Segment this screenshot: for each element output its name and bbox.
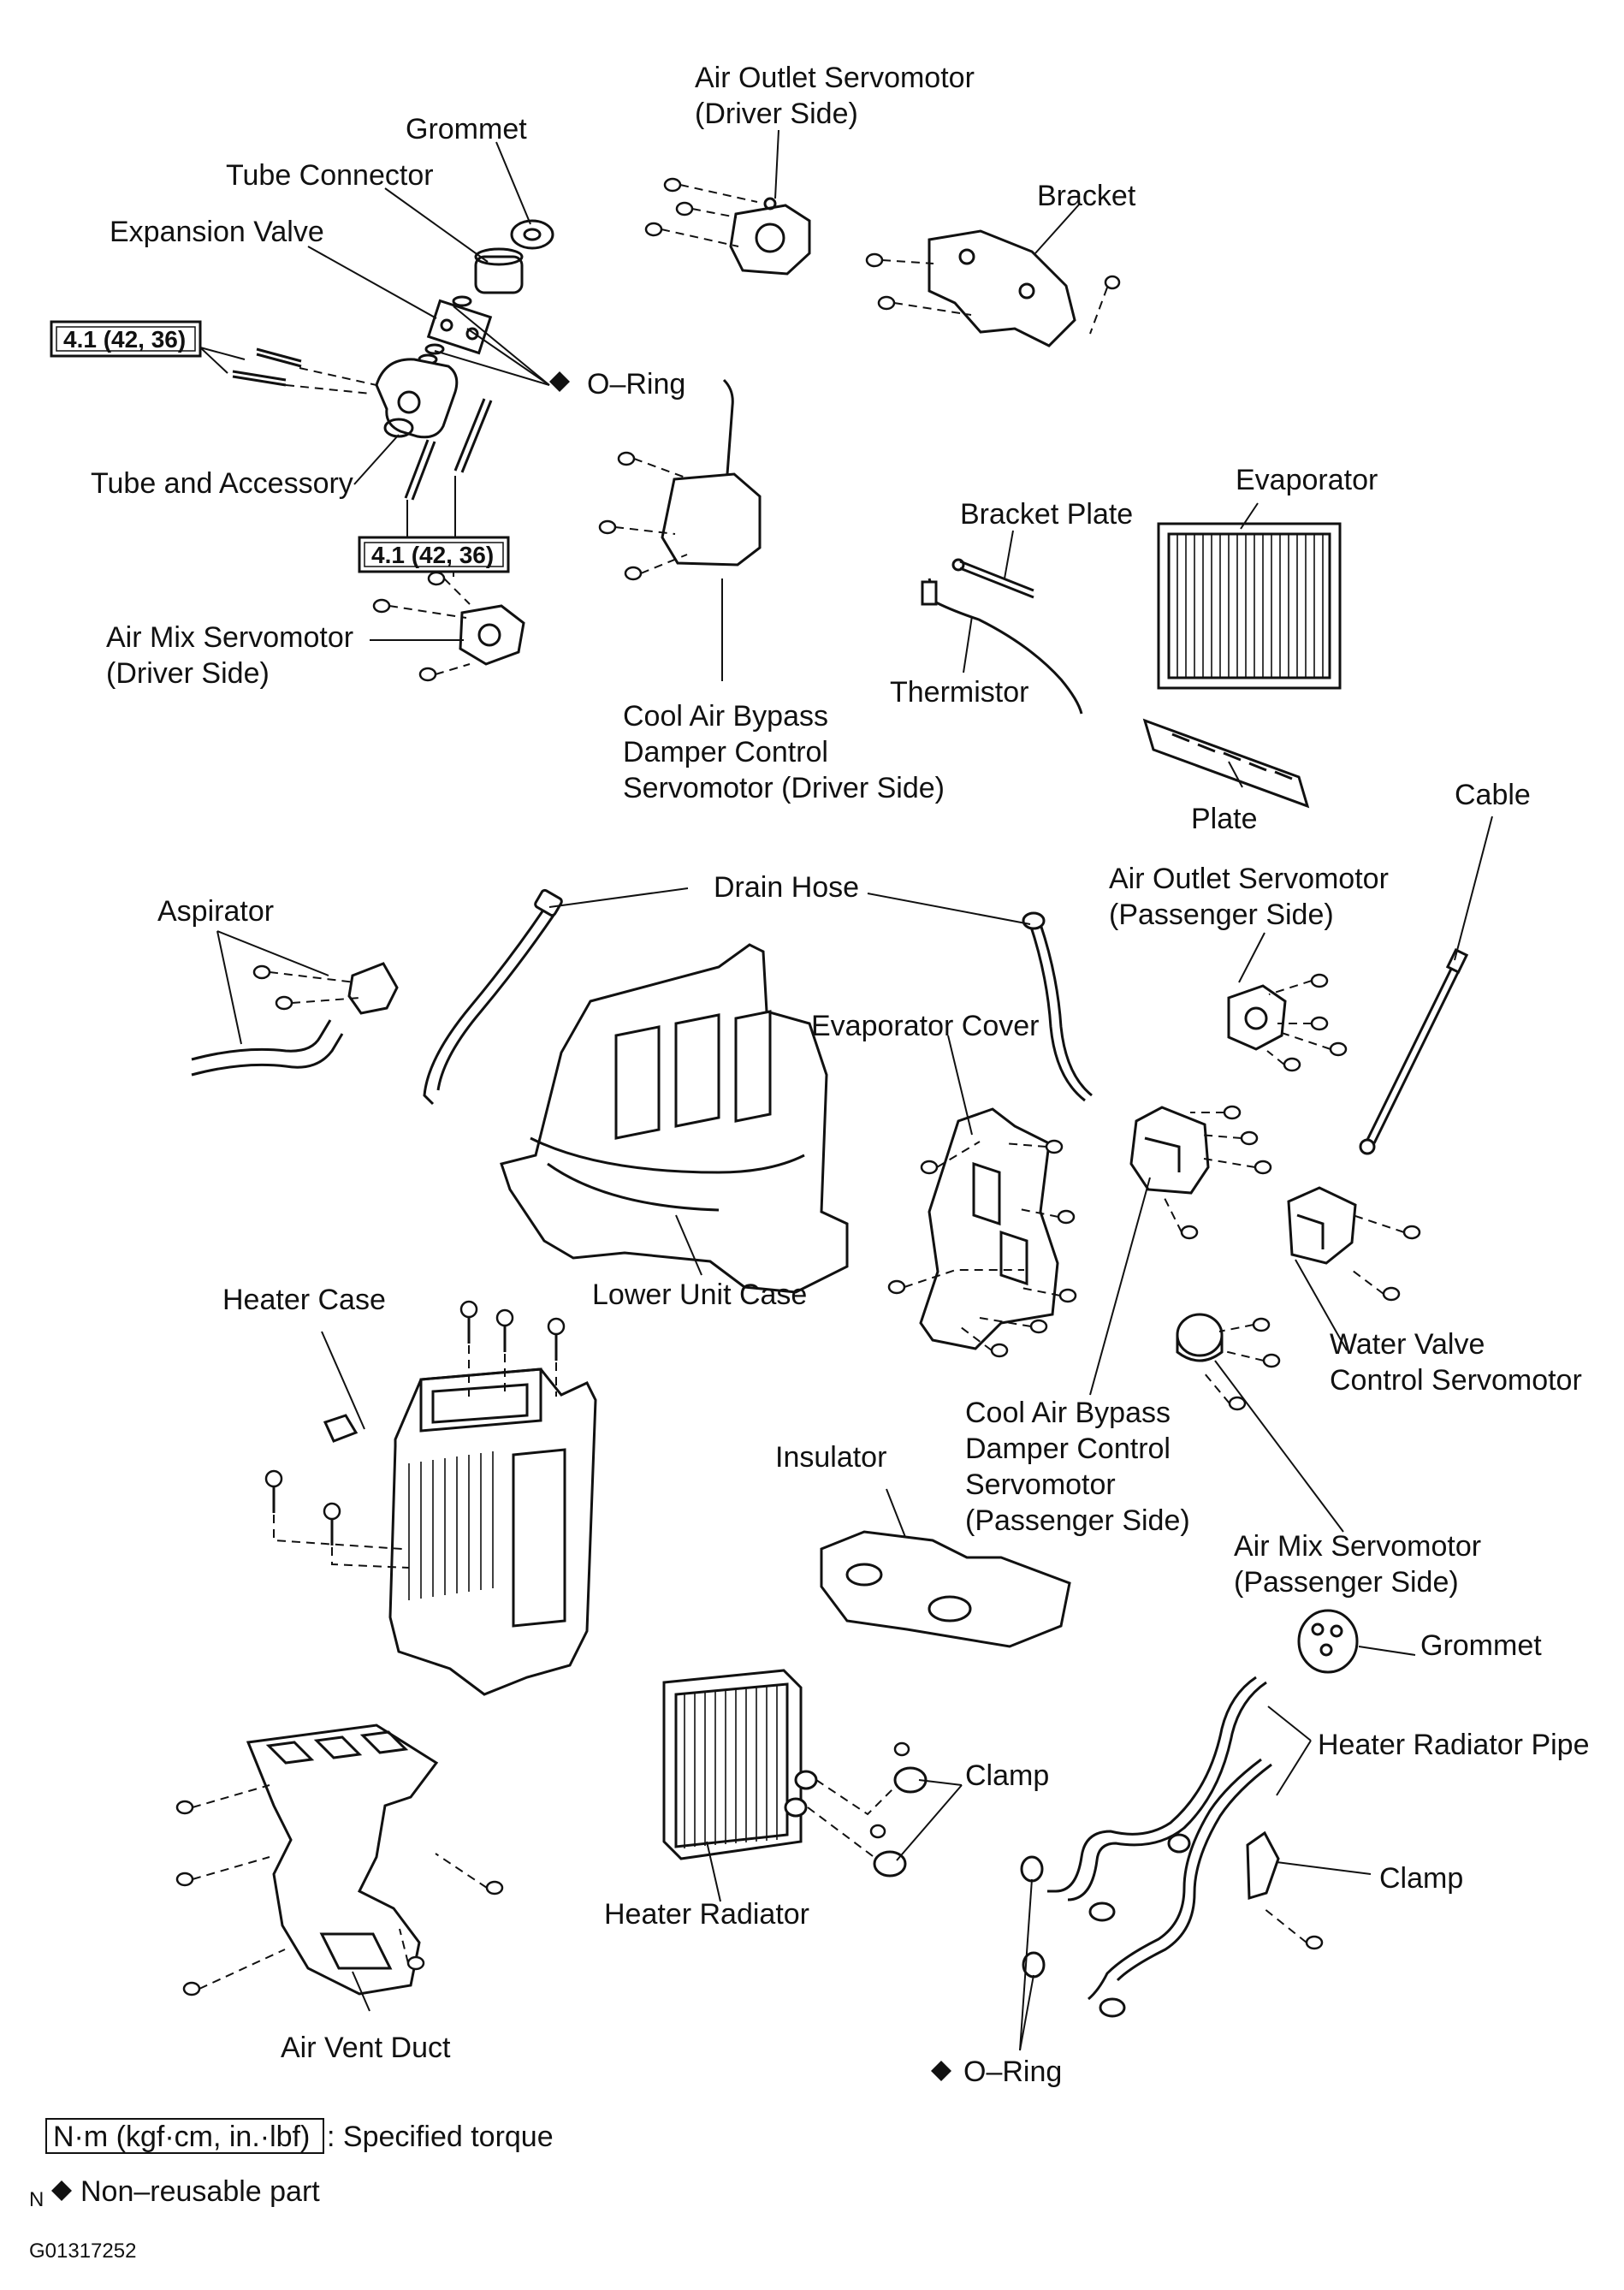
figure-code: G01317252 <box>29 2240 136 2263</box>
label-water-valve-1: Water Valve <box>1330 1328 1485 1361</box>
bracket-part <box>865 229 1121 347</box>
label-lower-unit-case: Lower Unit Case <box>592 1278 807 1311</box>
label-grommet-top: Grommet <box>406 113 527 145</box>
leader-lines <box>199 129 1493 2051</box>
label-heater-radiator: Heater Radiator <box>604 1898 809 1931</box>
evaporator-cover-part <box>887 1107 1077 1358</box>
heater-radiator-pipe-part <box>1047 1676 1272 2018</box>
cool-air-bypass-driver-part <box>598 378 762 581</box>
label-air-mix-servo-driver-1: Air Mix Servomotor <box>106 621 353 654</box>
label-cool-air-bypass-passenger-1: Cool Air Bypass <box>965 1397 1171 1429</box>
legend-torque-desc: : Specified torque <box>327 2121 554 2153</box>
label-air-outlet-servo-passenger-2: (Passenger Side) <box>1109 899 1334 931</box>
label-heater-radiator-pipe: Heater Radiator Pipe <box>1318 1729 1590 1761</box>
label-cool-air-bypass-driver-3: Servomotor (Driver Side) <box>623 772 945 804</box>
label-evaporator: Evaporator <box>1236 464 1378 496</box>
label-cool-air-bypass-driver-2: Damper Control <box>623 736 828 768</box>
label-bracket: Bracket <box>1037 180 1136 212</box>
label-drain-hose: Drain Hose <box>714 871 859 904</box>
label-insulator: Insulator <box>775 1441 886 1474</box>
heater-radiator-part <box>662 1669 818 1860</box>
tube-and-accessory-part <box>375 358 459 439</box>
o-ring-bottom-parts <box>1020 1855 1046 1979</box>
air-mix-servo-passenger-part <box>1176 1313 1281 1411</box>
torque-spec-box-1: 4.1 (42, 36) <box>50 320 202 358</box>
expansion-valve-part <box>426 299 493 355</box>
non-reusable-marker-top <box>549 371 570 392</box>
label-air-vent-duct: Air Vent Duct <box>281 2032 451 2064</box>
label-aspirator: Aspirator <box>157 895 274 928</box>
label-expansion-valve: Expansion Valve <box>110 216 324 248</box>
label-air-outlet-servo-passenger-1: Air Outlet Servomotor <box>1109 863 1389 895</box>
torque-spec-2: 4.1 (42, 36) <box>371 542 494 568</box>
clamp-mid-parts <box>807 1741 928 1878</box>
label-air-mix-servo-passenger-1: Air Mix Servomotor <box>1234 1530 1481 1563</box>
tube-bolts <box>232 347 493 501</box>
label-air-mix-servo-driver-2: (Driver Side) <box>106 657 270 690</box>
label-grommet-bottom: Grommet <box>1420 1629 1542 1662</box>
label-clamp-mid: Clamp <box>965 1759 1049 1792</box>
cable-part <box>1359 948 1469 1155</box>
air-mix-servo-driver-part <box>372 571 525 682</box>
lower-unit-case-part <box>500 943 849 1294</box>
label-heater-case: Heater Case <box>222 1284 386 1316</box>
air-outlet-servo-passenger-part <box>1227 973 1348 1072</box>
label-o-ring-bottom: O–Ring <box>963 2056 1062 2088</box>
legend-diamond-icon <box>51 2180 72 2201</box>
legend-nonreusable-desc: Non–reusable part <box>80 2175 320 2208</box>
label-cable: Cable <box>1455 779 1531 811</box>
water-valve-servo-part <box>1287 1186 1421 1302</box>
grommet-bottom-part <box>1297 1609 1359 1674</box>
label-cool-air-bypass-passenger-3: Servomotor <box>965 1468 1116 1501</box>
insulator-part <box>820 1530 1071 1648</box>
aspirator-part <box>191 962 399 1077</box>
label-tube-connector: Tube Connector <box>226 159 434 192</box>
label-air-mix-servo-passenger-2: (Passenger Side) <box>1234 1566 1459 1599</box>
legend-nonreusable-prefix: N <box>29 2188 44 2211</box>
label-air-outlet-servo-driver-2: (Driver Side) <box>695 98 858 130</box>
label-water-valve-2: Control Servomotor <box>1330 1364 1582 1397</box>
evaporator-part <box>1157 522 1342 690</box>
grommet-top-part <box>510 219 554 250</box>
air-vent-duct-part <box>175 1723 504 1996</box>
label-bracket-plate: Bracket Plate <box>960 498 1133 531</box>
plate-part <box>1142 718 1310 809</box>
tube-connector-part <box>474 247 524 294</box>
cool-air-bypass-passenger-part <box>1129 1105 1272 1240</box>
o-ring-top-parts <box>418 295 472 365</box>
label-cool-air-bypass-passenger-2: Damper Control <box>965 1433 1171 1465</box>
label-cool-air-bypass-passenger-4: (Passenger Side) <box>965 1504 1190 1537</box>
legend: N·m (kgf·cm, in.·lbf) : Specified torque… <box>29 2118 554 2263</box>
label-evaporator-cover: Evaporator Cover <box>811 1010 1039 1042</box>
air-outlet-servo-driver-part <box>644 177 811 276</box>
label-thermistor: Thermistor <box>890 676 1028 709</box>
label-o-ring-top: O–Ring <box>587 368 685 400</box>
non-reusable-marker-bottom <box>931 2061 951 2081</box>
clamp-right-part <box>1246 1830 1324 1950</box>
torque-spec-box-2: 4.1 (42, 36) <box>358 536 510 573</box>
label-clamp-right: Clamp <box>1379 1862 1463 1895</box>
label-air-outlet-servo-driver-1: Air Outlet Servomotor <box>695 62 975 94</box>
thermistor-part <box>921 578 1083 715</box>
label-tube-and-accessory: Tube and Accessory <box>91 467 353 500</box>
drain-hose-parts <box>423 888 1093 1106</box>
label-cool-air-bypass-driver-1: Cool Air Bypass <box>623 700 828 733</box>
bracket-plate-part <box>951 558 1034 599</box>
torque-spec-1: 4.1 (42, 36) <box>63 326 186 353</box>
legend-torque-unit: N·m (kgf·cm, in.·lbf) <box>53 2121 310 2153</box>
heater-case-part <box>264 1300 597 1696</box>
label-plate: Plate <box>1191 803 1258 835</box>
